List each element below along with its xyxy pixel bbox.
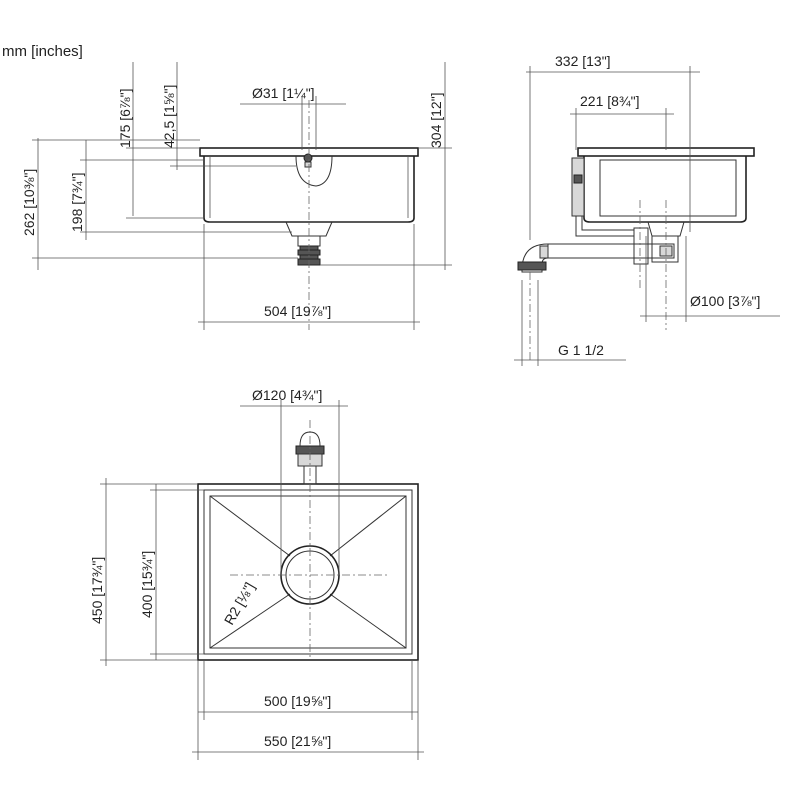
dim-plan-drain-120: Ø120 [4¾"] xyxy=(252,387,322,403)
front-view: 175 [6⅞"] 42,5 [1⅝"] 304 [12"] 262 [10⅜"… xyxy=(21,62,452,330)
overflow-tube xyxy=(575,216,634,237)
side-view: 332 [13"] 221 [8¾"] Ø100 [3⅞"] G 1 1/2 xyxy=(514,53,780,366)
front-basin xyxy=(203,156,415,223)
dim-550: 550 [21⅝"] xyxy=(264,733,331,749)
plan-basin xyxy=(209,495,407,649)
units-label: mm [inches] xyxy=(2,43,83,60)
dim-400: 400 [15¾"] xyxy=(139,551,155,618)
diagonal-tr xyxy=(329,495,407,557)
dim-outlet-100: Ø100 [3⅞"] xyxy=(690,293,760,309)
outlet-pipe xyxy=(547,243,675,259)
dim-450: 450 [17¾"] xyxy=(89,557,105,624)
dim-221: 221 [8¾"] xyxy=(580,93,639,109)
dim-262: 262 [10⅜"] xyxy=(21,169,37,236)
dim-drain-31: Ø31 [1¼"] xyxy=(252,85,315,101)
dim-radius: R2 [⅛"] xyxy=(221,579,258,627)
outlet-elbow xyxy=(521,243,549,273)
dim-198: 198 [7¾"] xyxy=(69,173,85,232)
overflow-knob xyxy=(303,153,313,163)
plan-view: Ø120 [4¾"] R2 [⅛"] 450 [17¾"] 400 [15¾"]… xyxy=(89,387,424,760)
dim-500: 500 [19⅝"] xyxy=(264,693,331,709)
dim-504: 504 [19⅞"] xyxy=(264,303,331,319)
side-basin xyxy=(583,156,747,223)
diagonal-tl xyxy=(209,495,291,557)
dim-thread: G 1 1/2 xyxy=(558,342,604,358)
diagonal-bl xyxy=(209,593,291,649)
diagonal-br xyxy=(329,593,407,649)
dim-175: 175 [6⅞"] xyxy=(117,89,133,148)
dim-304: 304 [12"] xyxy=(428,92,444,148)
dim-332: 332 [13"] xyxy=(555,53,611,69)
dim-42-5: 42,5 [1⅝"] xyxy=(161,85,177,148)
overflow-housing xyxy=(295,155,333,187)
overflow-bracket xyxy=(571,157,585,217)
